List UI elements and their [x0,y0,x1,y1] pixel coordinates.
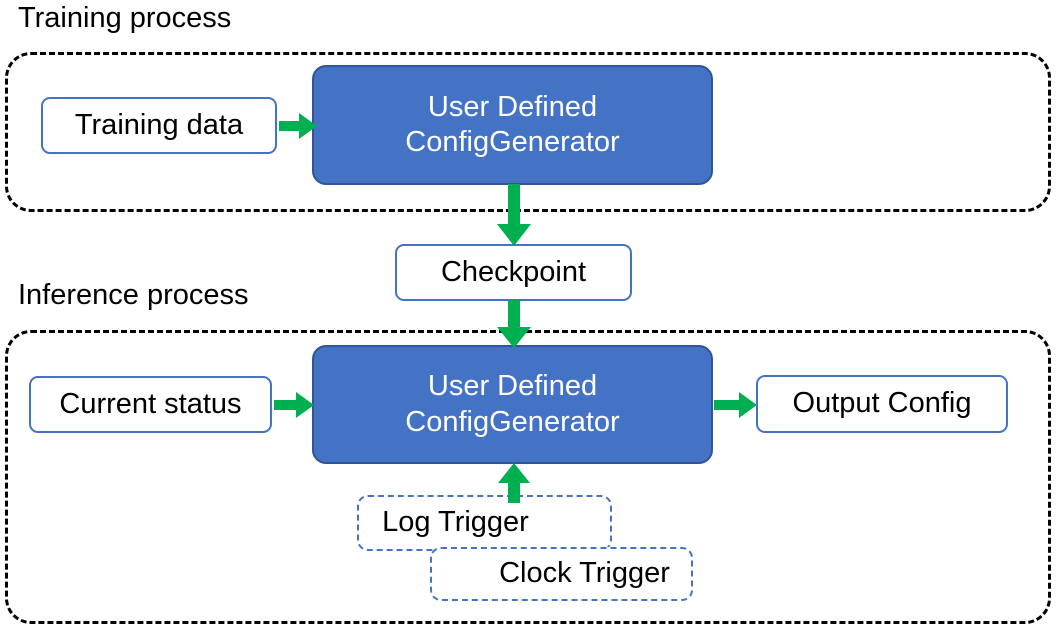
node-checkpoint[interactable]: Checkpoint [395,244,632,301]
node-training-config-generator[interactable]: User Defined ConfigGenerator [312,65,713,185]
inference-process-container [5,330,1051,624]
inference-process-title: Inference process [18,279,249,311]
node-clock-trigger-label: Clock Trigger [499,557,670,590]
training-process-title: Training process [18,2,232,34]
node-output-config-label: Output Config [792,387,972,420]
node-log-trigger-label: Log Trigger [382,506,529,539]
node-training-config-generator-label: User Defined ConfigGenerator [405,90,620,158]
node-training-data-label: Training data [74,108,244,141]
arrow-triggers-to-generator [498,463,530,503]
arrow-training-data-to-generator [279,113,317,139]
node-output-config[interactable]: Output Config [756,375,1008,433]
arrow-checkpoint-to-inference-generator [497,300,531,348]
arrow-generator-to-checkpoint [497,184,531,246]
node-current-status[interactable]: Current status [29,376,272,433]
training-process-container [5,52,1051,212]
node-training-data[interactable]: Training data [41,97,277,154]
node-inference-config-generator-label: User Defined ConfigGenerator [405,370,620,438]
arrow-generator-to-output-config [714,392,757,418]
node-current-status-label: Current status [59,387,242,420]
node-checkpoint-label: Checkpoint [440,255,587,288]
node-inference-config-generator[interactable]: User Defined ConfigGenerator [312,345,713,464]
arrow-current-status-to-generator [274,392,314,418]
node-clock-trigger[interactable]: Clock Trigger [430,547,693,601]
node-log-trigger[interactable]: Log Trigger [357,495,612,551]
